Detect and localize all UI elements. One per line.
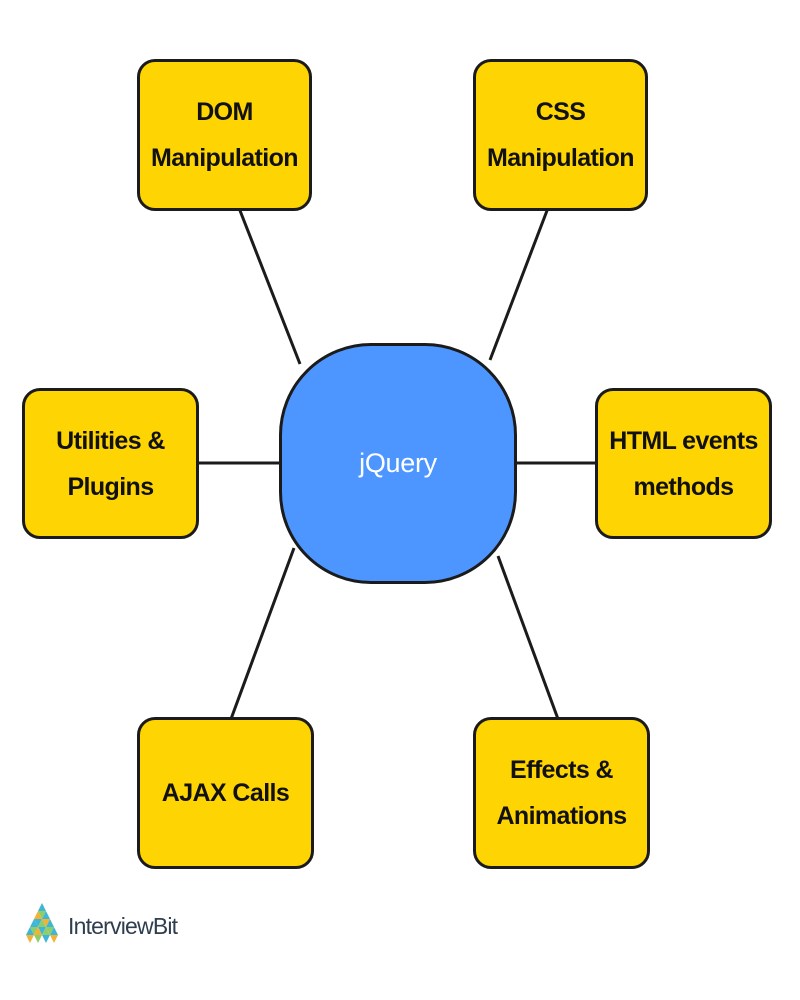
- connector-ajax: [229, 547, 296, 720]
- interviewbit-logo-icon: [26, 903, 58, 943]
- connector-css: [488, 207, 550, 361]
- node-utilities-plugins: Utilities & Plugins: [22, 388, 199, 539]
- connector-effects: [496, 555, 560, 720]
- node-effects-animations: Effects & Animations: [473, 717, 650, 869]
- node-html-events-methods: HTML events methods: [595, 388, 772, 539]
- node-jquery-center: jQuery: [279, 343, 517, 584]
- node-ajax-calls: AJAX Calls: [137, 717, 314, 869]
- logo-text: InterviewBit: [68, 912, 178, 939]
- node-css-manipulation: CSS Manipulation: [473, 59, 648, 211]
- interviewbit-logo: InterviewBit: [22, 898, 178, 954]
- connector-dom: [237, 207, 302, 365]
- node-dom-manipulation: DOM Manipulation: [137, 59, 312, 211]
